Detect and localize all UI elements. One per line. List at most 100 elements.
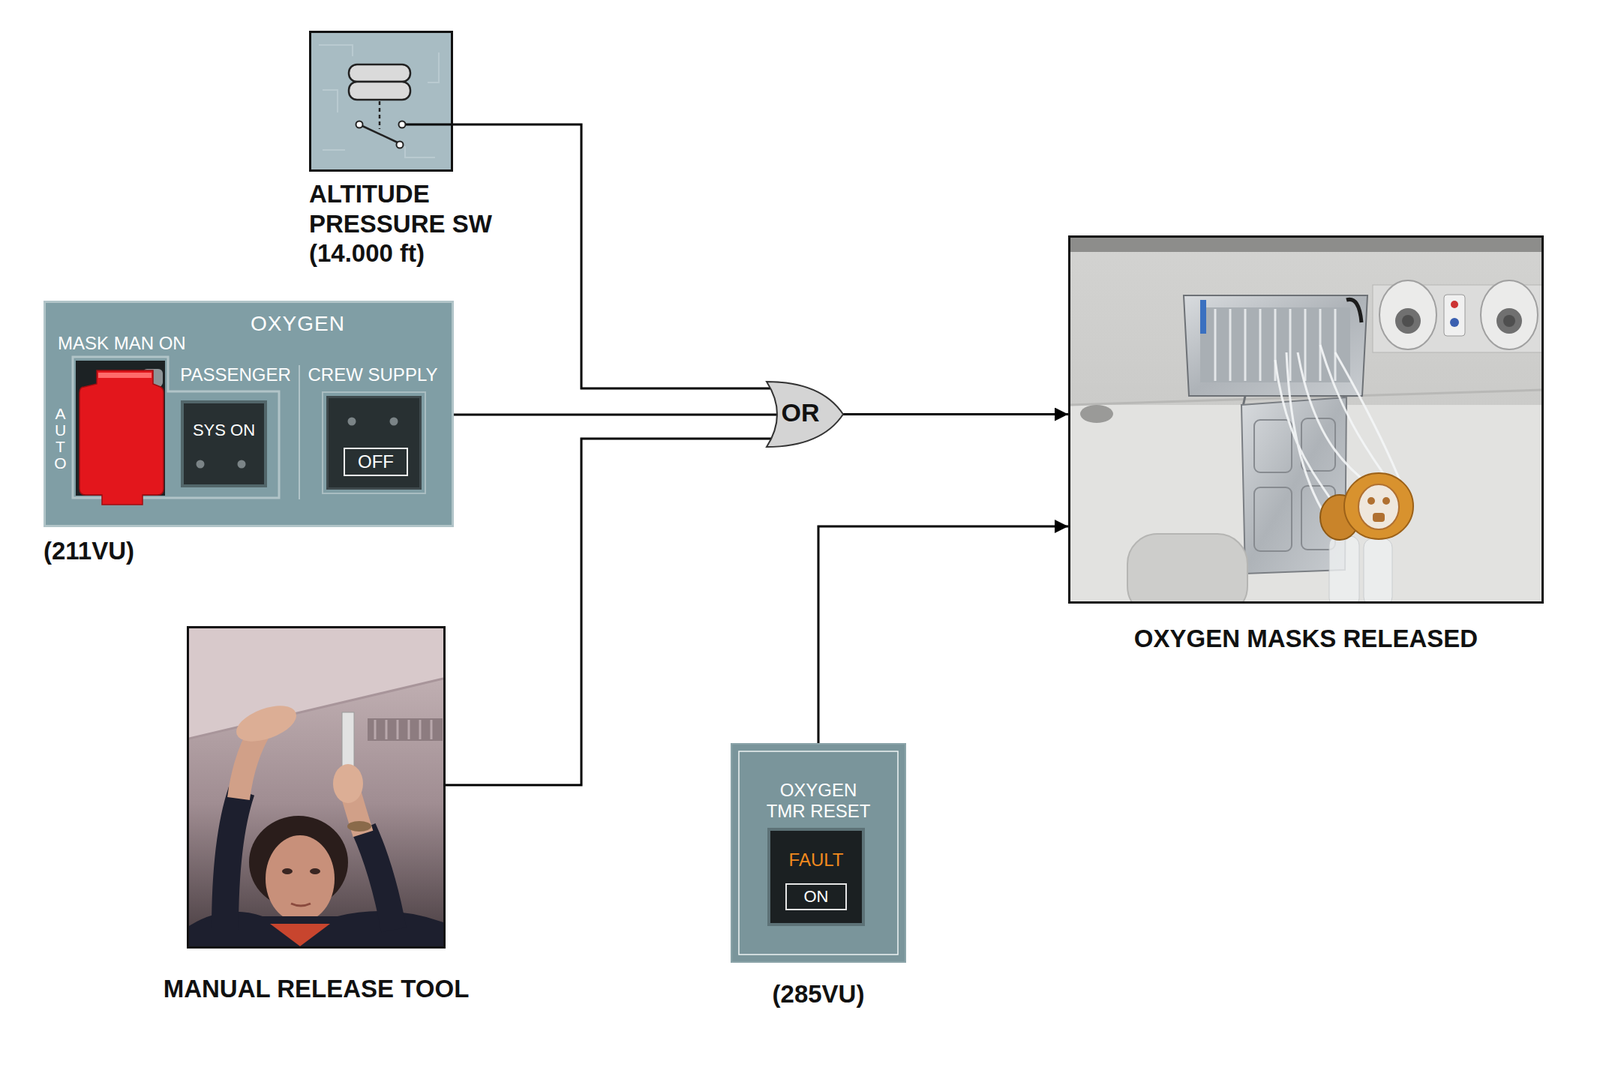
manual-release-photo-art [189, 628, 444, 947]
photo-panel: MANUAL RELEASE TOOL [186, 626, 446, 949]
oxygen-panel-art-part [98, 372, 152, 379]
oxygen-panel-art-part [322, 392, 426, 494]
cabin-masks-photo-part [1070, 237, 1542, 253]
cabin-masks-photo-part [1329, 536, 1360, 602]
cabin-masks-photo-part [1344, 473, 1414, 540]
oxygen-panel-art [43, 300, 454, 528]
cabin-masks-photo-part [1379, 280, 1437, 350]
oxygen-panel-art-part [348, 417, 357, 427]
oxygen-panel-art-part [298, 365, 301, 500]
cabin-masks-photo-part [1346, 299, 1362, 323]
oxygen-panel-art-part [326, 396, 422, 490]
manual-release-photo-art-part [231, 699, 302, 749]
pressure-switch-icon-part [362, 126, 398, 143]
oxygen-panel-art-part [180, 400, 268, 488]
pressure-switch-icon-part [348, 64, 411, 82]
manual-release-photo-art-part [265, 835, 335, 923]
gate-label: OR [781, 399, 820, 426]
timer-reset-panel-art [730, 743, 907, 964]
cabin-masks-photo-part [1080, 405, 1114, 424]
cabin-masks-photo-part [1358, 484, 1399, 530]
timer-reset-panel-art-part [730, 743, 907, 964]
manual-release-photo-art-part [347, 821, 372, 832]
cabin-masks-photo-part [1254, 420, 1292, 473]
manual-release-photo-art-part [367, 718, 443, 742]
cabin-masks-photo [1070, 237, 1542, 602]
panel-legend: PASSENGER [180, 366, 292, 385]
signal-line [453, 414, 778, 417]
pressure-switch-icon [309, 30, 454, 172]
cabin-masks-photo-part [1480, 280, 1538, 350]
pressure-switch-icon-part [405, 123, 454, 127]
signal-line [818, 526, 1069, 744]
signal-line [445, 438, 772, 786]
timer-reset-panel-art-part [738, 751, 898, 955]
manual-release-photo-art-part [363, 828, 394, 931]
switch-label: ALTITUDE PRESSURE SW (14.000 ft) [309, 179, 520, 269]
photo-caption: OXYGEN MASKS RELEASED [1134, 626, 1478, 652]
panel-legend: MASK MAN ON [57, 334, 187, 353]
cabin-masks-photo-part [1503, 315, 1516, 328]
cabin-masks-photo-part [1450, 300, 1459, 309]
panel-legend: CREW SUPPLY [308, 366, 439, 385]
button-legend: ON [785, 883, 847, 911]
cabin-masks-photo-part [1183, 295, 1368, 397]
pressure-switch-box: ALTITUDE PRESSURE SW (14.000 ft) [309, 30, 454, 172]
cabin-masks-photo-part [1215, 309, 1336, 382]
photo-caption: MANUAL RELEASE TOOL [163, 976, 470, 1002]
cabin-masks-photo-part [1401, 315, 1414, 328]
cabin-masks-photo-part [1127, 534, 1248, 602]
cabin-masks-photo-part [1372, 513, 1385, 523]
cabin-masks-photo-part [1382, 497, 1390, 505]
pushbutton: FAULT ON [767, 828, 865, 927]
pressure-switch-icon-part [318, 45, 439, 158]
button-legend: SYS ON [192, 422, 256, 439]
or-gate: OR [765, 380, 845, 449]
cabin-masks-photo-part [1254, 487, 1292, 552]
manual-release-photo-art-part [291, 903, 311, 907]
cabin-masks-photo-part [1449, 318, 1459, 328]
pressure-switch-icon-part [309, 30, 454, 172]
photo-panel: OXYGEN MASKS RELEASED [1068, 235, 1544, 604]
cabin-masks-photo-part [1200, 300, 1207, 334]
control-panel: OXYGEN TMR RESET(285VU)FAULTON [730, 743, 907, 964]
oxygen-control-panel: OXYGEN MASK MAN ON PASSENGER CREW SUPPLY AUT… [43, 300, 454, 528]
pressure-switch-icon-part [396, 141, 404, 149]
panel-id: (285VU) [772, 981, 865, 1007]
manual-release-photo-art-part [189, 628, 444, 947]
pressure-switch-icon-part [378, 101, 382, 130]
pressure-switch-icon-part [348, 81, 411, 100]
cabin-masks-photo-part [1363, 538, 1393, 602]
signal-line [453, 124, 771, 389]
pressure-switch-icon-part [399, 121, 406, 129]
panel-title: OXYGEN TMR RESET [762, 780, 875, 822]
panel-title: OXYGEN [250, 313, 346, 335]
panel-legend: AUTO [52, 405, 69, 472]
manual-release-photo-art-part [270, 924, 331, 947]
pushbutton: SYS ON [180, 400, 268, 488]
cabin-masks-photo-part [1443, 294, 1465, 337]
signal-line [843, 413, 1069, 416]
pushbutton: OFF [326, 396, 422, 490]
or-gate-shape [766, 381, 844, 448]
manual-release-photo-art-part [309, 868, 321, 875]
cabin-masks-photo-part [1395, 308, 1421, 334]
manual-release-photo-art-part [333, 764, 364, 804]
oxygen-panel-art-part [390, 417, 399, 427]
oxygen-panel-art-part [237, 460, 247, 469]
button-legend: OFF [343, 447, 409, 477]
cabin-masks-photo-part [1367, 497, 1375, 505]
button-legend: FAULT [789, 851, 844, 870]
cabin-masks-photo-part [1496, 308, 1522, 334]
manual-release-photo-art-part [375, 720, 432, 740]
timer-reset-panel-art-part [770, 831, 862, 924]
manual-release-photo-art-part [282, 868, 293, 875]
oxygen-panel-art-part [196, 460, 205, 469]
oxygen-panel-art-part [79, 370, 164, 505]
panel-id: (211VU) [43, 538, 135, 564]
manual-release-photo-art-part [225, 791, 242, 931]
pressure-switch-icon-part [356, 121, 364, 129]
